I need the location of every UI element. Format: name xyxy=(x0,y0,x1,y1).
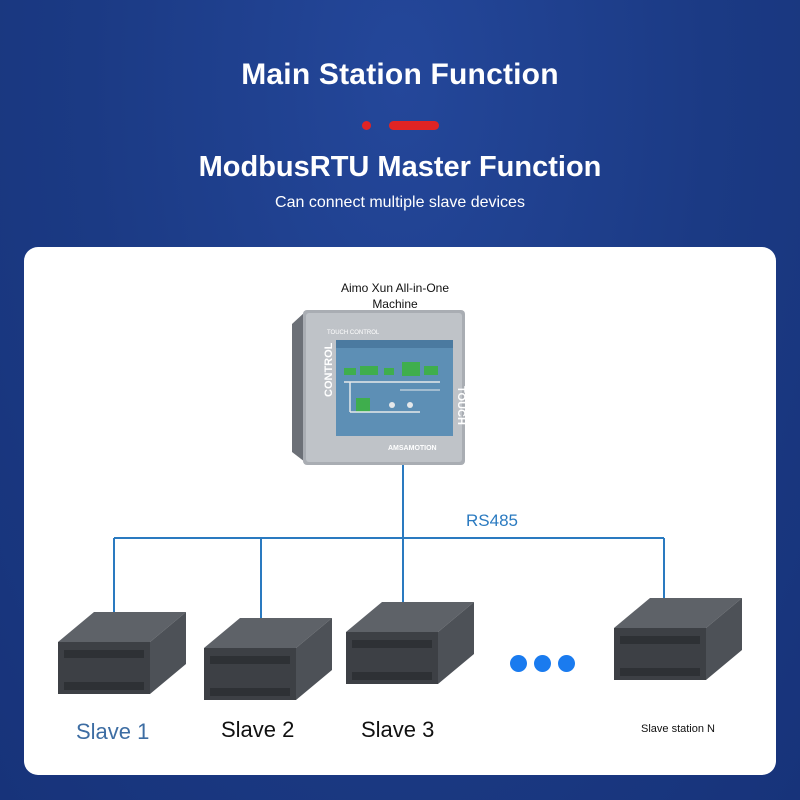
slave-label-3: Slave 3 xyxy=(361,717,435,742)
master-device-label: Aimo Xun All-in-One Machine xyxy=(340,281,450,311)
slave-label-2: Slave 2 xyxy=(221,717,295,742)
slave-label-n: Slave station N xyxy=(641,723,715,735)
page-subtitle: ModbusRTU Master Function xyxy=(198,151,602,183)
bus-label: RS485 xyxy=(466,511,518,530)
slave-2-device xyxy=(204,618,332,700)
ellipsis-dot xyxy=(510,655,527,672)
rs485-bus xyxy=(113,465,665,618)
hmi-side-right-text: TOUCH xyxy=(455,386,467,425)
slave-3-device xyxy=(346,602,474,684)
hmi-device: TOUCH CONTROL CONTROL TOUCH AMSAMOTION xyxy=(292,310,467,465)
slave-n-device xyxy=(614,598,742,680)
page-title: Main Station Function xyxy=(241,58,559,91)
hmi-top-text: TOUCH CONTROL xyxy=(327,330,380,336)
slave-1-device xyxy=(58,612,186,694)
ellipsis-dot xyxy=(558,655,575,672)
hmi-side-left-text: CONTROL xyxy=(323,342,335,397)
divider-dot xyxy=(362,121,371,130)
screen-schematic xyxy=(344,362,440,413)
slave-label-1: Slave 1 xyxy=(76,719,150,744)
hmi-side xyxy=(292,312,305,462)
hmi-screen xyxy=(336,340,453,436)
ellipsis-dot xyxy=(534,655,551,672)
page-description: Can connect multiple slave devices xyxy=(275,194,525,211)
hmi-brand: AMSAMOTION xyxy=(388,445,437,452)
divider-bar xyxy=(389,121,439,130)
